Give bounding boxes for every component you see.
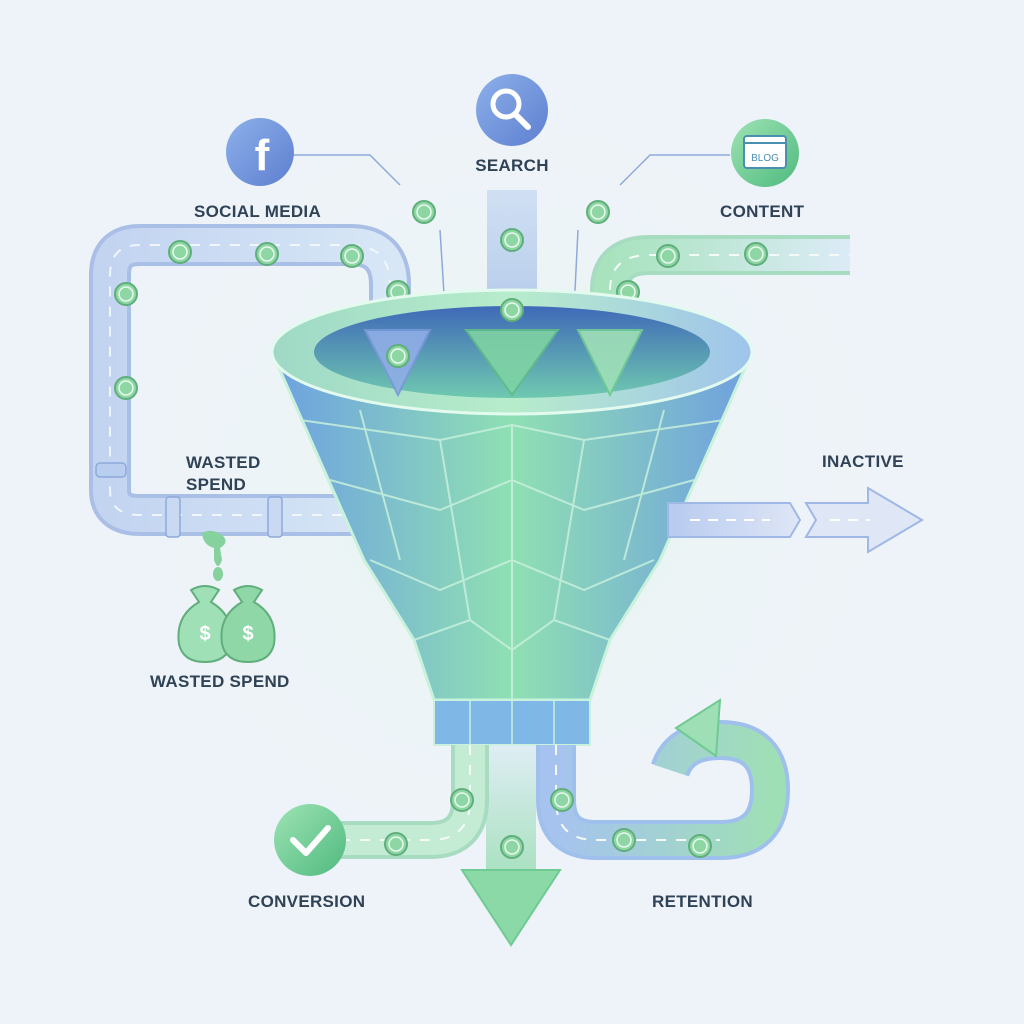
dollar-coin-icon (500, 228, 524, 252)
leak-drip (202, 530, 226, 566)
dollar-coin-icon (168, 240, 192, 264)
label-social-media: SOCIAL MEDIA (194, 202, 322, 221)
label-wasted-spend-line1: WASTED (186, 453, 261, 472)
dollar-coin-icon (340, 244, 364, 268)
dollar-coin-icon (612, 828, 636, 852)
dollar-coin-icon (550, 788, 574, 812)
label-wasted-spend-pipe: WASTED SPEND (186, 452, 261, 496)
dollar-coin-icon (114, 376, 138, 400)
facebook-icon: f (226, 118, 294, 186)
dollar-coin-icon (450, 788, 474, 812)
checkmark-icon (274, 804, 346, 876)
label-inactive: INACTIVE (822, 452, 904, 471)
money-bag-icon: $ $ (177, 585, 276, 664)
label-content: CONTENT (720, 202, 805, 221)
inactive-arrow (667, 486, 924, 554)
dollar-coin-icon (744, 242, 768, 266)
dollar-coin-icon (656, 244, 680, 268)
svg-text:BLOG: BLOG (751, 153, 779, 164)
dollar-coin-icon (114, 282, 138, 306)
retention-pipe (536, 698, 791, 860)
svg-text:$: $ (242, 623, 253, 645)
conversion-pipe (340, 745, 489, 859)
label-wasted-spend-bags: WASTED SPEND (150, 672, 290, 691)
label-wasted-spend-line2: SPEND (186, 475, 247, 494)
dollar-coin-icon (586, 200, 610, 224)
dollar-coin-icon (412, 200, 436, 224)
dollar-coin-icon (688, 834, 712, 858)
dollar-coin-icon (500, 298, 524, 322)
label-search: SEARCH (475, 156, 549, 175)
svg-text:$: $ (199, 623, 210, 645)
dollar-coin-icon (255, 242, 279, 266)
dollar-coin-icon (384, 832, 408, 856)
svg-text:f: f (255, 131, 270, 180)
dollar-coin-icon (500, 835, 524, 859)
label-retention: RETENTION (652, 892, 753, 911)
label-conversion: CONVERSION (248, 892, 366, 911)
blog-browser-icon: BLOG (731, 119, 799, 187)
outflow-down-arrow (460, 745, 562, 947)
magnifier-icon (476, 74, 548, 146)
dollar-coin-icon (386, 344, 410, 368)
